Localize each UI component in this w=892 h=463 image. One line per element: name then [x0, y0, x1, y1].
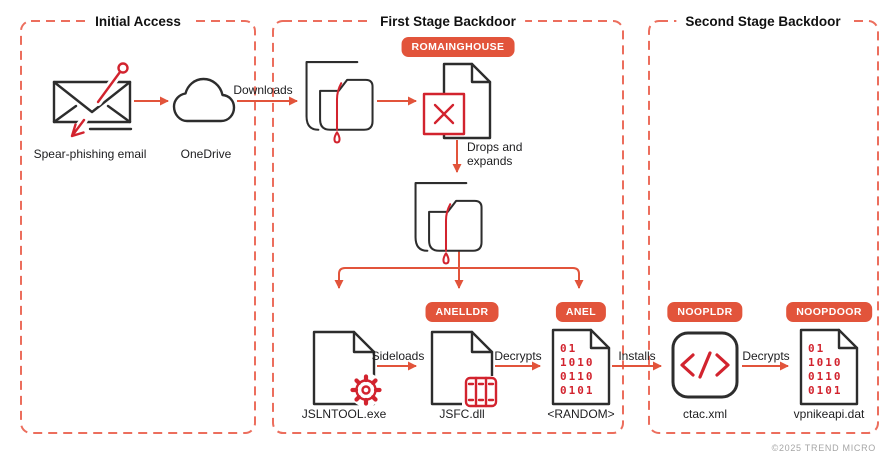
- section-title-initial-access: Initial Access: [86, 13, 190, 30]
- spear-phishing-email-icon: [52, 62, 133, 140]
- drops-and-expands-label: Drops and expands: [467, 140, 523, 169]
- binary-row: 0110: [560, 370, 595, 383]
- binary-row: 1010: [808, 356, 843, 369]
- binary-row: 0101: [808, 384, 843, 397]
- jslntool-label: JSLNTOOL.exe: [301, 407, 387, 421]
- binary-row: 01: [560, 342, 577, 355]
- binary-row: 0110: [808, 370, 843, 383]
- copyright-notice: ©2025 TREND MICRO: [771, 443, 876, 453]
- ctac-label: ctac.xml: [682, 407, 728, 421]
- anel-badge: ANEL: [555, 302, 607, 322]
- anelldr-badge: ANELLDR: [425, 302, 499, 322]
- section-title-first-stage: First Stage Backdoor: [371, 13, 525, 30]
- noopdoor-badge: NOOPDOOR: [786, 302, 872, 322]
- decrypts-2-label: Decrypts: [742, 349, 790, 363]
- section-title-second-stage: Second Stage Backdoor: [676, 13, 850, 30]
- sideloads-label: Sideloads: [371, 349, 425, 363]
- random-label: <RANDOM>: [547, 407, 615, 421]
- email-label: Spear-phishing email: [33, 147, 147, 161]
- downloads-label: Downloads: [233, 83, 293, 97]
- blocked-document-icon: [422, 62, 492, 140]
- noopldr-badge: NOOPLDR: [667, 302, 743, 322]
- vpnikeapi-label: vpnikeapi.dat: [793, 407, 865, 421]
- decrypts-1-label: Decrypts: [494, 349, 542, 363]
- binary-row: 0101: [560, 384, 595, 397]
- binary-row: 01: [808, 342, 825, 355]
- library-document-icon: [430, 330, 500, 408]
- installs-label: Installs: [618, 349, 656, 363]
- romainghouse-badge: ROMAINGHOUSE: [401, 37, 515, 57]
- gear-document-icon: [312, 330, 382, 407]
- section-box-second-stage: [648, 20, 879, 434]
- binary-document-icon: 01 1010 0110 0101: [551, 328, 611, 406]
- cloud-icon: [172, 77, 236, 123]
- jsfc-label: JSFC.dll: [439, 407, 485, 421]
- zipped-folder-icon: [414, 182, 483, 265]
- onedrive-label: OneDrive: [180, 147, 232, 161]
- binary-document-icon: 01 1010 0110 0101: [799, 328, 859, 406]
- code-file-icon: [671, 331, 739, 399]
- binary-row: 1010: [560, 356, 595, 369]
- zipped-folder-icon: [305, 61, 374, 144]
